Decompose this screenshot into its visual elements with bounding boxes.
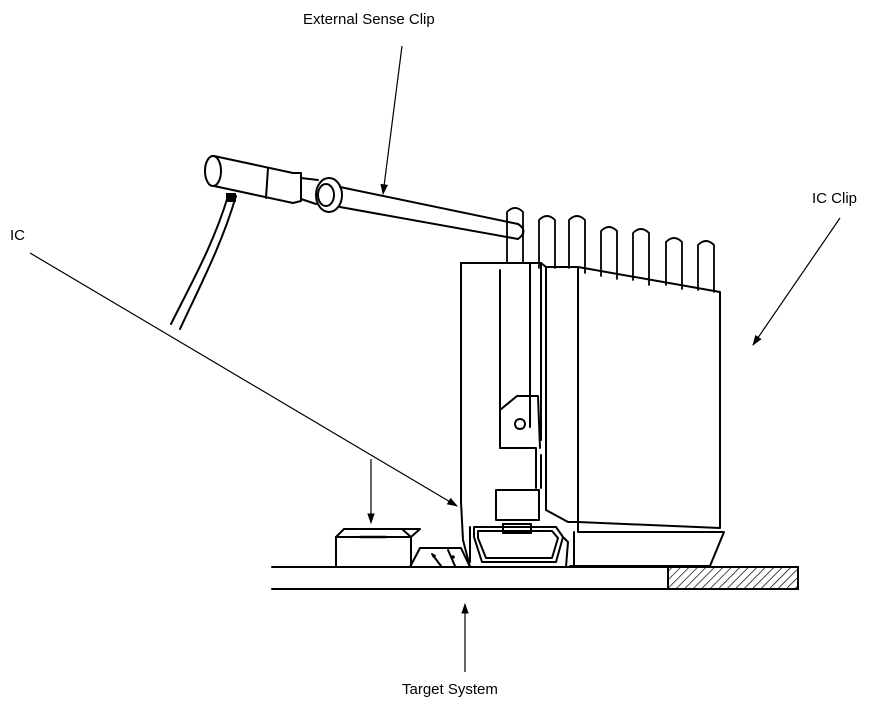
label-external-sense-clip: External Sense Clip bbox=[303, 11, 435, 28]
ic-clip-left-jaw bbox=[460, 262, 542, 541]
arrow-ic-clip bbox=[752, 217, 841, 346]
external-sense-clip bbox=[170, 155, 525, 330]
small-component bbox=[335, 528, 421, 568]
arrow-external-sense-clip bbox=[380, 45, 403, 196]
label-ic-clip: IC Clip bbox=[812, 190, 858, 207]
arrow-ic-to-clip bbox=[29, 252, 458, 507]
ic-body bbox=[409, 523, 569, 568]
label-target-system: Target System bbox=[402, 681, 498, 698]
label-ic: IC bbox=[10, 227, 25, 244]
ic-clip-right-body bbox=[529, 262, 725, 567]
target-board bbox=[271, 566, 799, 590]
ic-clip-pins bbox=[506, 207, 715, 293]
